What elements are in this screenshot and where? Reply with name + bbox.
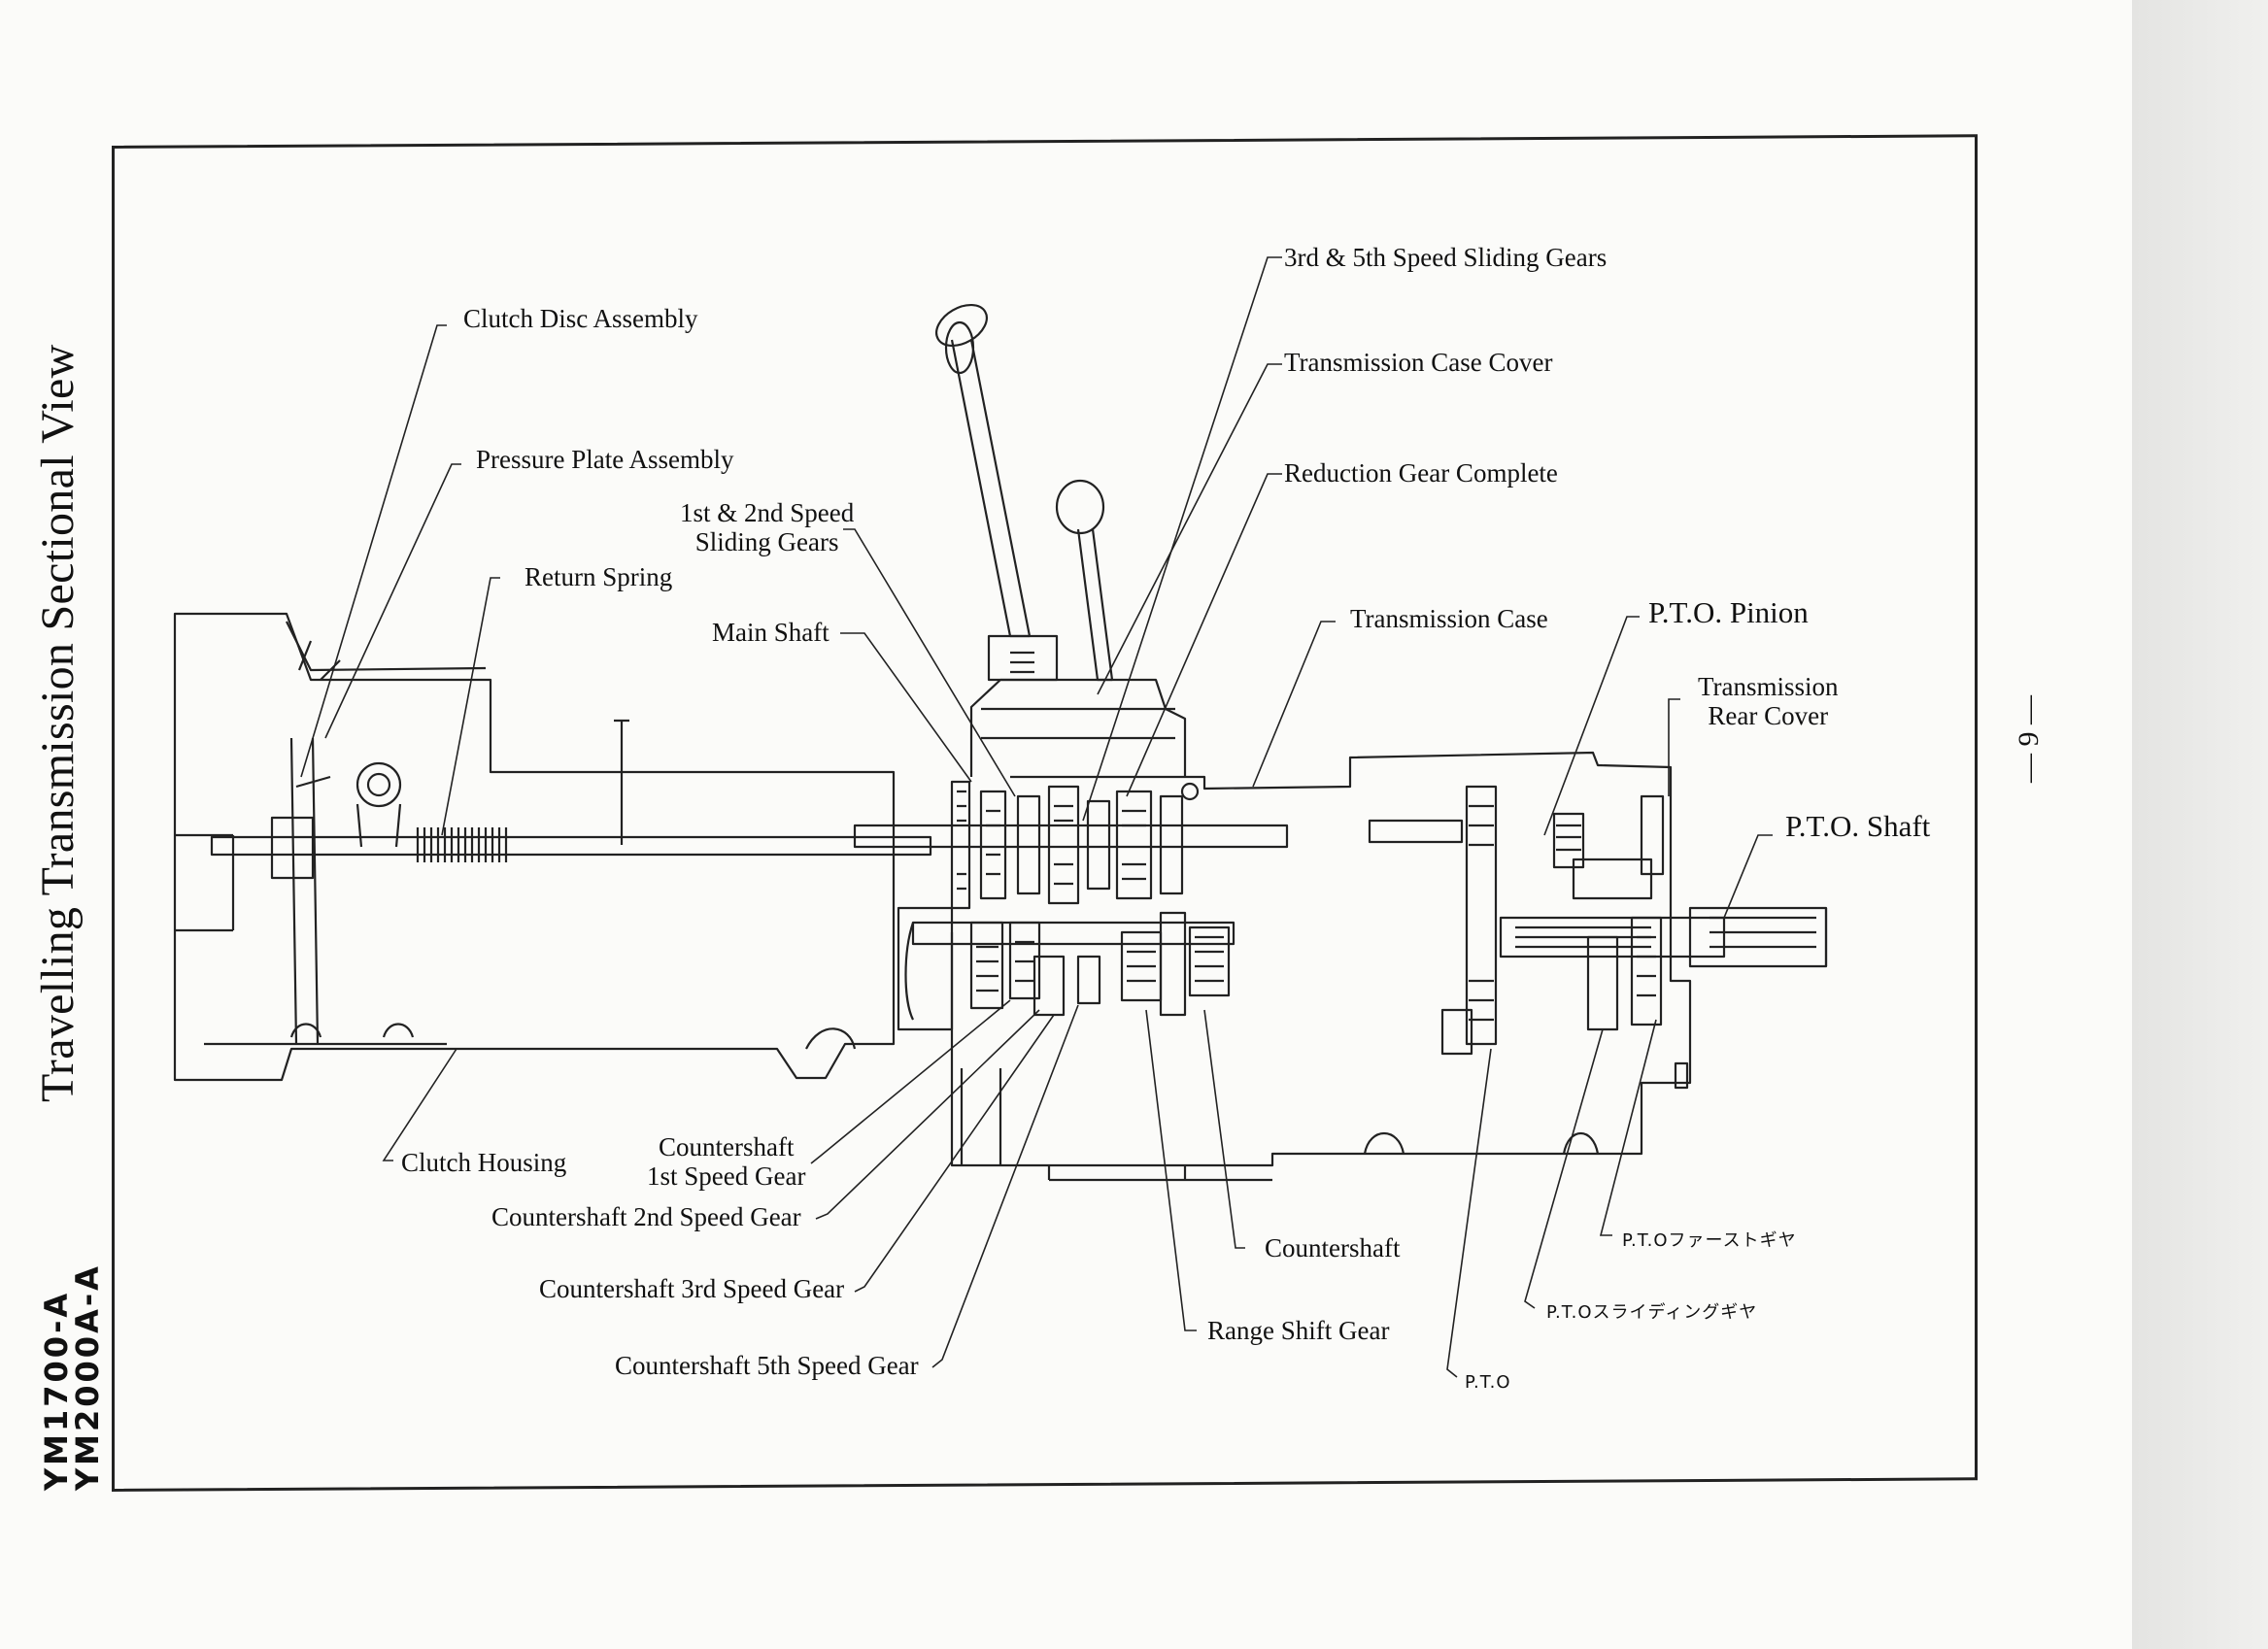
leader-return-spring	[442, 578, 500, 835]
leader-pressure-plate	[325, 464, 461, 738]
leader-transmission-case	[1253, 622, 1336, 787]
countershaft-gears	[971, 913, 1229, 1015]
leader-countershaft	[1204, 1010, 1245, 1248]
pto-input-shaft	[1370, 821, 1462, 842]
leader-main-shaft	[840, 633, 971, 782]
label-sliding-12-line1: 1st & 2nd Speed	[680, 498, 855, 527]
label-pto-pinion: P.T.O. Pinion	[1648, 595, 1809, 629]
leader-pto	[1447, 1049, 1491, 1377]
label-return-spring: Return Spring	[525, 562, 673, 591]
label-rear-cover: Transmission Rear Cover	[1698, 672, 1839, 730]
label-cs-1st-line2: 1st Speed Gear	[647, 1161, 806, 1191]
shift-lever-2	[1078, 529, 1112, 680]
label-pressure-plate: Pressure Plate Assembly	[476, 445, 734, 474]
leader-sliding-12	[843, 529, 1015, 796]
main-shaft	[855, 825, 1287, 847]
leader-cs-3rd	[855, 1015, 1054, 1292]
label-sliding-12-line2: Sliding Gears	[694, 527, 839, 556]
label-pto-first-jp: P.T.Oファーストギヤ	[1622, 1230, 1797, 1251]
leader-pto-shaft	[1724, 835, 1773, 918]
label-countershaft: Countershaft	[1265, 1233, 1401, 1262]
label-case-cover: Transmission Case Cover	[1284, 348, 1553, 377]
case-cover	[971, 680, 1185, 777]
leader-cs-5th	[932, 1005, 1078, 1367]
leader-case-cover	[1098, 364, 1282, 694]
label-cs-2nd: Countershaft 2nd Speed Gear	[491, 1202, 801, 1231]
label-transmission-case: Transmission Case	[1350, 604, 1548, 633]
leader-rear-cover	[1669, 699, 1680, 796]
label-sliding-12: 1st & 2nd Speed Sliding Gears	[680, 498, 854, 556]
label-main-shaft: Main Shaft	[712, 618, 829, 647]
leader-clutch-housing	[384, 1049, 457, 1161]
label-cs-1st: Countershaft 1st Speed Gear	[647, 1132, 805, 1191]
pto-pinion-gear	[1554, 814, 1583, 867]
label-cs-5th: Countershaft 5th Speed Gear	[615, 1351, 919, 1380]
label-pto-shaft: P.T.O. Shaft	[1785, 809, 1931, 843]
pto-shaft	[1501, 918, 1724, 957]
return-spring-coil	[418, 827, 506, 862]
label-reduction-gear: Reduction Gear Complete	[1284, 458, 1558, 488]
label-clutch-disc: Clutch Disc Assembly	[463, 304, 698, 333]
label-cs-3rd: Countershaft 3rd Speed Gear	[539, 1274, 845, 1303]
leader-range-shift	[1146, 1010, 1197, 1330]
label-pto-jp: P.T.O	[1465, 1372, 1511, 1393]
shift-knob-1	[930, 296, 994, 353]
shift-knob-2	[1057, 481, 1103, 533]
label-range-shift: Range Shift Gear	[1207, 1316, 1390, 1345]
transmission-case-outline	[952, 753, 1690, 1165]
label-pto-sliding-jp: P.T.Oスライディングギヤ	[1546, 1302, 1758, 1323]
leader-cs-2nd	[816, 1010, 1039, 1219]
scan-edge	[2132, 0, 2268, 1649]
label-sliding-35: 3rd & 5th Speed Sliding Gears	[1284, 243, 1608, 272]
countershaft	[913, 923, 1234, 944]
leader-clutch-disc	[301, 325, 447, 777]
label-cs-1st-line1: Countershaft	[658, 1132, 795, 1161]
leader-sliding-35	[1083, 257, 1282, 821]
main-shaft-gears	[952, 782, 1182, 908]
leader-pto-pinion	[1544, 617, 1640, 835]
shift-lever-1	[952, 340, 1030, 636]
label-clutch-housing: Clutch Housing	[401, 1148, 567, 1177]
input-shaft	[212, 837, 931, 855]
leader-pto-sliding	[1525, 1029, 1603, 1308]
leader-reduction-gear	[1127, 474, 1282, 796]
leader-cs-1st	[811, 1000, 1010, 1163]
label-rear-cover-line2: Rear Cover	[1708, 701, 1829, 730]
clutch-housing-outline	[175, 614, 894, 1080]
leader-pto-first	[1601, 1020, 1656, 1235]
label-rear-cover-line1: Transmission	[1698, 672, 1839, 701]
